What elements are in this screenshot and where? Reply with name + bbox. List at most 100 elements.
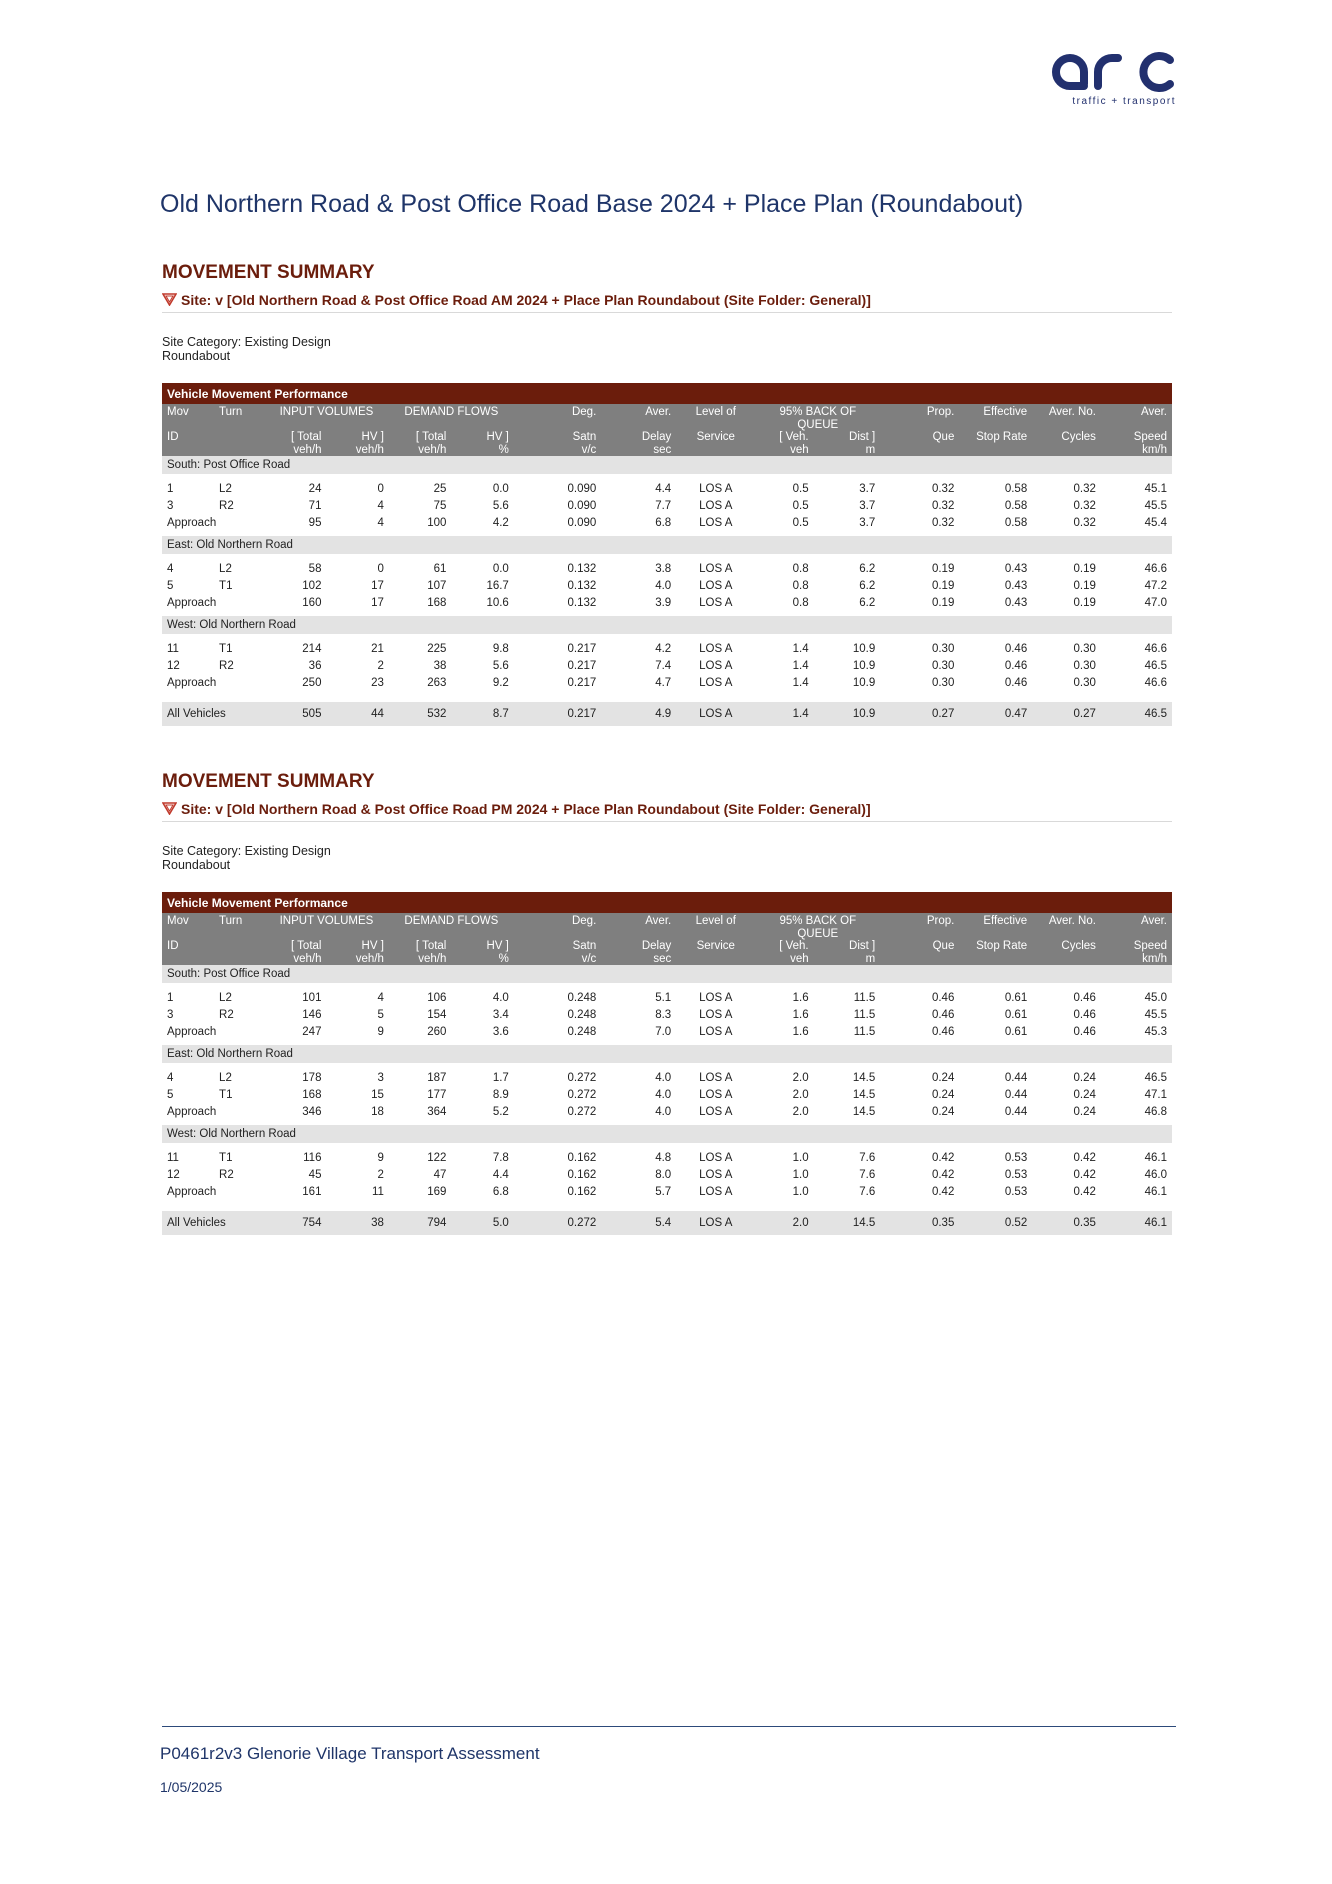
cell-eff-stop-rate: 0.43 [1004,596,1028,609]
logo-subtitle: traffic + transport [1072,96,1176,107]
cell-level-of-service: LOS A [699,659,733,672]
cell-turn: R2 [219,499,234,512]
header-blank [959,443,1033,456]
cell-demand-hv-pct: 5.2 [492,1105,509,1118]
cell-queue-veh: 1.0 [792,1151,809,1164]
cell-input-total: 95 [308,516,322,529]
cell-queue-dist: 10.9 [813,702,881,726]
cell-queue-dist: 7.6 [859,1151,876,1164]
cell-aver-cycles: 0.42 [1073,1185,1096,1198]
approach-group-row: East: Old Northern Road [162,1045,1172,1063]
cell-level-of-service: LOS A [699,482,733,495]
site-name: Site: v [Old Northern Road & Post Office… [181,292,871,308]
header-que: Que [880,940,960,953]
header-cycles: Aver. No. [1032,913,1101,940]
cell-queue-veh: 0.8 [792,562,809,575]
cell-prop-que: 0.46 [931,1025,955,1038]
cell-mov-id: 11 [167,1151,179,1164]
header-demand-total-unit: veh/h [388,952,452,965]
cell-demand-hv-pct: 10.6 [486,596,509,609]
cell-queue-veh: 1.0 [792,1185,809,1198]
cell-aver-cycles: 0.32 [1073,482,1096,495]
cell-level-of-service: LOS A [699,1025,733,1038]
header-satn-unit: v/c [513,443,602,456]
cell-aver-cycles: 0.46 [1073,1025,1096,1038]
cell-demand-hv-pct: 3.4 [492,1008,509,1021]
cell-eff-stop-rate: 0.47 [959,702,1033,726]
cell-turn: L2 [219,562,232,575]
cell-deg-satn: 0.272 [567,1088,597,1101]
header-blank [880,443,960,456]
cell-demand-total: 263 [427,676,447,689]
cell-input-total: 505 [264,702,327,726]
cell-aver-delay: 4.7 [655,676,672,689]
header-delay: Delay [601,940,677,953]
header-cycles: Aver. No. [1032,404,1101,431]
header-eff-stop: Effective [959,404,1033,431]
cell-input-hv: 38 [326,1211,389,1235]
cell-demand-total: 75 [433,499,447,512]
arc-logo: traffic + transport [1052,50,1176,107]
header-aver-delay: Aver. [601,913,677,940]
cell-input-total: 161 [302,1185,322,1198]
cell-aver-cycles: 0.46 [1073,1008,1096,1021]
cell-mov-id: 4 [167,562,174,575]
cell-aver-cycles: 0.19 [1073,579,1096,592]
cell-queue-dist: 10.9 [852,659,876,672]
cell-demand-hv-pct: 0.0 [492,482,509,495]
table-caption-row: Vehicle Movement Performance [162,383,1172,404]
cell-input-total: 146 [302,1008,322,1021]
cell-eff-stop-rate: 0.58 [1004,516,1028,529]
cell-demand-total: 260 [427,1025,447,1038]
cell-level-of-service: LOS A [699,1105,733,1118]
cell-deg-satn: 0.162 [567,1168,597,1181]
cell-aver-delay: 5.4 [601,1211,677,1235]
cell-deg-satn: 0.090 [567,482,597,495]
cell-deg-satn: 0.132 [567,596,597,609]
header-stop-rate: Stop Rate [959,940,1033,953]
cell-aver-cycles: 0.32 [1073,516,1096,529]
header-input-volumes: INPUT VOLUMES [264,404,389,431]
cell-queue-dist: 11.5 [853,1008,876,1021]
cell-level-of-service: LOS A [699,1088,733,1101]
cell-level-of-service: LOS A [676,702,756,726]
header-mov-id: ID [162,431,215,444]
cell-input-total: 24 [308,482,322,495]
cell-input-hv: 0 [377,482,384,495]
control-type: Roundabout [162,349,231,363]
cell-demand-hv-pct: 5.0 [451,1211,514,1235]
cell-mov-id: Approach [167,1185,217,1198]
cell-queue-veh: 0.5 [792,516,809,529]
cell-input-total: 116 [303,1151,322,1164]
header-input-total-unit: veh/h [264,952,327,965]
header-que: Que [880,431,960,444]
cell-queue-dist: 6.2 [859,596,876,609]
cell-mov-id: All Vehicles [162,702,265,726]
header-satn: Satn [513,431,602,444]
footer-divider [162,1726,1176,1727]
cell-prop-que: 0.42 [931,1151,955,1164]
cell-aver-speed: 46.1 [1100,1211,1172,1235]
cell-demand-total: 38 [433,659,447,672]
cell-demand-total: 106 [427,991,447,1004]
cell-prop-que: 0.19 [931,596,955,609]
cell-prop-que: 0.19 [931,579,955,592]
cell-mov-id: 3 [167,1008,174,1021]
cell-aver-cycles: 0.32 [1073,499,1096,512]
cell-eff-stop-rate: 0.44 [1004,1105,1028,1118]
cell-aver-delay: 7.0 [655,1025,672,1038]
approach-group-row: West: Old Northern Road [162,1125,1172,1143]
cell-demand-hv-pct: 4.4 [492,1168,509,1181]
cell-deg-satn: 0.272 [567,1105,597,1118]
header-speed-unit: km/h [1100,443,1172,456]
cell-queue-veh: 2.0 [792,1088,809,1101]
table-caption-row: Vehicle Movement Performance [162,892,1172,913]
cell-queue-dist: 11.5 [853,1025,876,1038]
cell-queue-veh: 1.4 [792,659,809,672]
cell-aver-speed: 46.5 [1100,702,1172,726]
header-blank [676,443,756,456]
